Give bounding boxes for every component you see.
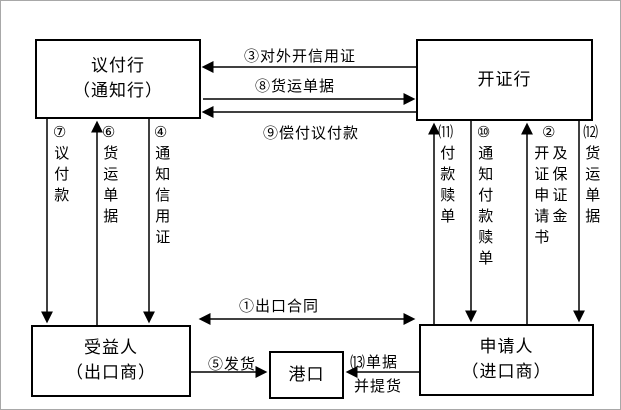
edge12-number: ⑿ <box>583 125 599 141</box>
edge1-label: ①出口合同 <box>239 299 320 315</box>
edge10-label: ⑩ 通知付款赎单 <box>475 125 493 272</box>
edge4-text: 通知信用证 <box>153 145 170 250</box>
negotiating-bank-name: 议付行 <box>91 56 145 76</box>
edge2-columns: 开证申请书 及保证金 <box>531 145 567 250</box>
edge6-label: ⑥ 货运单据 <box>100 125 118 230</box>
edge4-number: ④ <box>153 125 168 141</box>
edge7-number: ⑦ <box>52 125 67 141</box>
negotiating-bank-box: 议付行 （通知行） <box>35 39 201 119</box>
edge10-number: ⑩ <box>476 125 491 141</box>
edge9-label: ⑨偿付议付款 <box>263 126 360 142</box>
issuing-bank-box: 开证行 <box>416 39 593 121</box>
edge5-label: ⑤发货 <box>208 357 257 373</box>
negotiating-bank-role: （通知行） <box>73 81 163 100</box>
edge12-text: 货运单据 <box>583 145 600 229</box>
port-name: 港口 <box>288 364 325 384</box>
beneficiary-role: （出口商） <box>66 363 156 382</box>
edge2-label: ② 开证申请书 及保证金 <box>531 125 567 251</box>
edge7-label: ⑦ 议付款 <box>51 125 69 209</box>
edge2-column2: 及保证金 <box>550 145 567 229</box>
applicant-name: 申请人 <box>479 337 534 357</box>
beneficiary-box: 受益人 （出口商） <box>31 325 191 397</box>
edge4-label: ④ 通知信用证 <box>152 125 170 251</box>
edge11-label: ⑾ 付款赎单 <box>437 125 455 230</box>
edge13-label-line2: 并提货 <box>354 379 403 395</box>
edge2-column1: 开证申请书 <box>532 145 549 250</box>
edge13-label-line1: ⒀单据 <box>350 355 399 371</box>
edge6-number: ⑥ <box>101 125 116 141</box>
edge8-label: ⑧货运单据 <box>255 79 336 95</box>
edge11-number: ⑾ <box>438 125 454 141</box>
issuing-bank-name: 开证行 <box>477 69 532 89</box>
edge7-text: 议付款 <box>52 145 69 208</box>
beneficiary-name: 受益人 <box>84 338 138 358</box>
edge12-label: ⑿ 货运单据 <box>582 125 600 230</box>
edge3-label: ③对外开信用证 <box>244 49 357 65</box>
edge6-text: 货运单据 <box>101 145 118 229</box>
edge11-text: 付款赎单 <box>438 145 455 229</box>
applicant-role: （进口商） <box>461 362 552 381</box>
applicant-box: 申请人 （进口商） <box>419 324 594 396</box>
edge10-text: 通知付款赎单 <box>476 145 493 271</box>
edge2-number: ② <box>542 125 556 141</box>
port-box: 港口 <box>269 351 344 399</box>
